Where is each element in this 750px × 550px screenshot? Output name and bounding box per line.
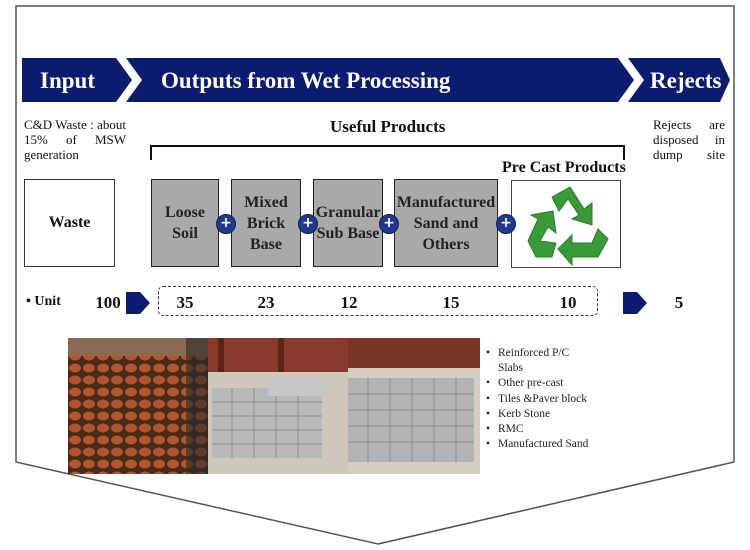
waste-box: Waste bbox=[24, 179, 115, 267]
unit-rejects-value: 5 bbox=[674, 293, 684, 312]
unit-value-mixed-brick: 23 bbox=[257, 293, 275, 312]
useful-products-bracket bbox=[150, 145, 625, 160]
unit-input-value: 100 bbox=[95, 293, 121, 312]
unit-value-granular: 12 bbox=[340, 293, 358, 312]
unit-bullet: • bbox=[26, 294, 31, 309]
banner-outputs-shape bbox=[126, 58, 634, 102]
stage-input-title: Input bbox=[40, 68, 95, 93]
unit-row-label: • Unit bbox=[26, 294, 61, 310]
unit-label-text: Unit bbox=[34, 294, 61, 309]
list-item: •RMC bbox=[486, 423, 524, 436]
product-manufactured-sand: Manufactured Sand and Others bbox=[394, 179, 498, 267]
photo-precast-blocks-2 bbox=[348, 338, 480, 474]
chevron-arrow-icon bbox=[126, 292, 150, 314]
list-item: •Other pre-cast bbox=[486, 377, 564, 390]
rejects-note: Rejects are disposed in dump site bbox=[653, 117, 725, 162]
recycle-icon bbox=[527, 186, 609, 267]
precast-products-label: Pre Cast Products bbox=[502, 159, 626, 176]
list-item: •Manufactured Sand bbox=[486, 438, 589, 451]
useful-products-label: Useful Products bbox=[330, 117, 446, 136]
banner-input-shape bbox=[22, 58, 132, 102]
list-item: •Kerb Stone bbox=[486, 407, 551, 420]
input-note: C&D Waste : about 15% of MSW generation bbox=[24, 117, 126, 162]
product-granular-sub-base: Granular Sub Base bbox=[313, 179, 383, 267]
plus-icon: + bbox=[496, 214, 516, 234]
stage-rejects-title: Rejects bbox=[650, 68, 722, 93]
photo-precast-blocks-1 bbox=[208, 338, 348, 474]
banner-rejects-shape bbox=[628, 58, 730, 102]
unit-value-precast: 10 bbox=[559, 293, 577, 312]
product-mixed-brick-base: Mixed Brick Base bbox=[231, 179, 301, 267]
plus-icon: + bbox=[216, 214, 236, 234]
unit-value-manufactured: 15 bbox=[442, 293, 460, 312]
plus-icon: + bbox=[379, 214, 399, 234]
plus-icon: + bbox=[298, 214, 318, 234]
unit-products-box bbox=[158, 286, 598, 316]
photo-paver-blocks bbox=[68, 338, 208, 474]
recycle-box bbox=[511, 180, 621, 268]
stage-outputs-title: Outputs from Wet Processing bbox=[161, 68, 451, 93]
chevron-arrow-icon bbox=[623, 292, 647, 314]
product-loose-soil: Loose Soil bbox=[151, 179, 219, 267]
unit-value-loose-soil: 35 bbox=[176, 293, 194, 312]
list-item: •Tiles &Paver block bbox=[486, 392, 588, 405]
